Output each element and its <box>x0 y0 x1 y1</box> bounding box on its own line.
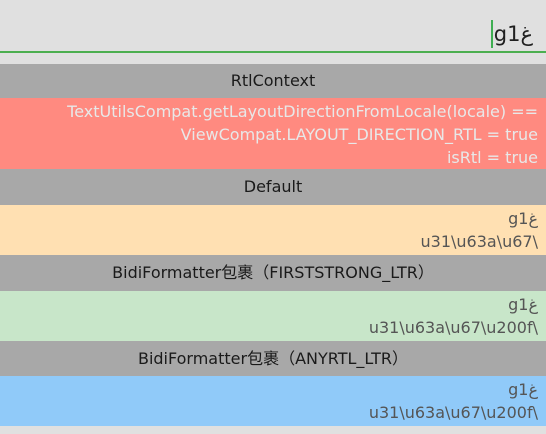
text-input[interactable]: gغ1 <box>490 19 533 49</box>
block-line: ViewCompat.LAYOUT_DIRECTION_RTL = true <box>180 125 538 144</box>
section-header-rtlcontext: RtlContext <box>0 64 546 98</box>
firststrong-block: gغ1 u31\u63a\u67\u200f\ <box>0 291 546 341</box>
text-cursor <box>490 20 493 48</box>
block-line: TextUtilsCompat.getLayoutDirectionFromLo… <box>67 102 538 121</box>
section-title: RtlContext <box>230 71 316 90</box>
rtlcontext-block: TextUtilsCompat.getLayoutDirectionFromLo… <box>0 98 546 169</box>
section-title: BidiFormatter包裹（ANYRTL_LTR） <box>137 349 409 368</box>
block-line: gغ1 <box>508 380 538 399</box>
input-underline <box>0 51 546 53</box>
text-input-area[interactable]: gغ1 <box>0 0 546 64</box>
block-line: isRtl = true <box>446 148 538 167</box>
block-line: gغ1 <box>508 209 538 228</box>
section-title: BidiFormatter包裹（FIRSTSTRONG_LTR） <box>112 263 434 282</box>
section-header-anyrtl: BidiFormatter包裹（ANYRTL_LTR） <box>0 341 546 376</box>
block-line: u31\u63a\u67\u200f\ <box>368 403 538 422</box>
section-title: Default <box>243 177 303 196</box>
block-line: u31\u63a\u67\ <box>420 232 538 251</box>
anyrtl-block: gغ1 u31\u63a\u67\u200f\ <box>0 376 546 426</box>
section-header-firststrong: BidiFormatter包裹（FIRSTSTRONG_LTR） <box>0 255 546 291</box>
default-block: gغ1 u31\u63a\u67\ <box>0 205 546 255</box>
block-line: gغ1 <box>508 295 538 314</box>
block-line: u31\u63a\u67\u200f\ <box>368 318 538 337</box>
section-header-default: Default <box>0 169 546 205</box>
input-value: gغ1 <box>493 22 533 46</box>
